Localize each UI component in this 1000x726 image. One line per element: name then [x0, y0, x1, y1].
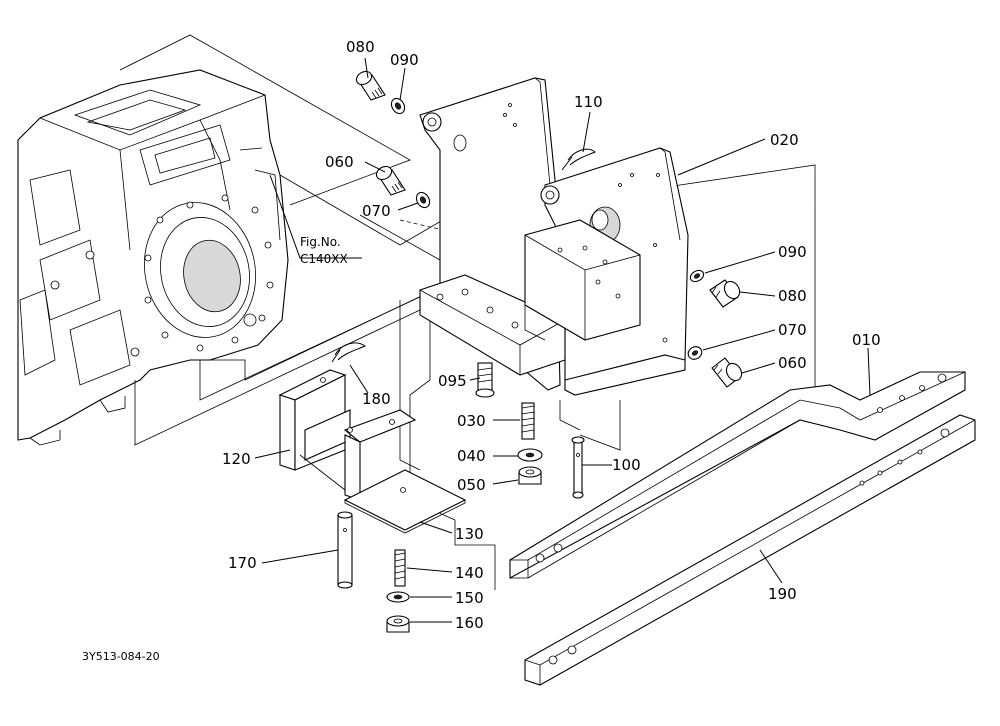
- nut-160: [386, 615, 410, 633]
- bracket-020: [419, 77, 689, 396]
- callout-040: 040: [457, 447, 486, 465]
- washer-070-right: [687, 346, 703, 360]
- callout-170: 170: [228, 554, 257, 572]
- callout-140: 140: [455, 564, 484, 582]
- washer-090-top: [390, 97, 406, 115]
- pin-100: [571, 436, 585, 499]
- bolt-080-top: [355, 70, 386, 101]
- callout-030: 030: [457, 412, 486, 430]
- callout-150: 150: [455, 589, 484, 607]
- callout-080-top: 080: [346, 38, 375, 56]
- callout-labels: 080 090 060 070 110 020 090 080 070 060 …: [222, 38, 881, 632]
- callout-070-right: 070: [778, 321, 807, 339]
- bolt-060-right: [711, 357, 743, 388]
- callout-060-top: 060: [325, 153, 354, 171]
- transmission-case: [17, 69, 289, 446]
- callout-130: 130: [455, 525, 484, 543]
- callout-090-right: 090: [778, 243, 807, 261]
- callout-160: 160: [455, 614, 484, 632]
- flange-holes: [50, 194, 274, 357]
- snap-pin-180: [331, 342, 367, 363]
- stud-030: [521, 402, 535, 440]
- fig-ref-line2: C140XX: [300, 252, 348, 266]
- bracket-120: [278, 369, 417, 501]
- washer-040: [517, 448, 543, 462]
- pin-170: [337, 511, 353, 589]
- nut-050: [518, 466, 542, 485]
- drawbar-010: [509, 371, 966, 579]
- leader-lines: [254, 57, 871, 623]
- callout-190: 190: [768, 585, 797, 603]
- figure-reference: Fig.No. C140XX: [269, 174, 362, 266]
- callout-180: 180: [362, 390, 391, 408]
- callout-110: 110: [574, 93, 603, 111]
- bolt-095: [475, 362, 495, 398]
- bolt-080-right: [709, 279, 741, 308]
- callout-095: 095: [438, 372, 467, 390]
- callout-060-right: 060: [778, 354, 807, 372]
- drawbar-190: [524, 414, 976, 686]
- callout-080-right: 080: [778, 287, 807, 305]
- fig-ref-line1: Fig.No.: [300, 235, 341, 249]
- callout-090-top: 090: [390, 51, 419, 69]
- washer-070-top: [415, 191, 431, 209]
- drawing-id: 3Y513-084-20: [82, 650, 160, 663]
- callout-070-top: 070: [362, 202, 391, 220]
- callout-050: 050: [457, 476, 486, 494]
- stud-140: [394, 549, 406, 587]
- callout-100: 100: [612, 456, 641, 474]
- callout-120: 120: [222, 450, 251, 468]
- snap-pin-110: [561, 148, 596, 171]
- washer-090-right: [689, 269, 705, 283]
- callout-010: 010: [852, 331, 881, 349]
- callout-020: 020: [770, 131, 799, 149]
- plate-130: [343, 469, 467, 534]
- washer-150: [386, 591, 410, 603]
